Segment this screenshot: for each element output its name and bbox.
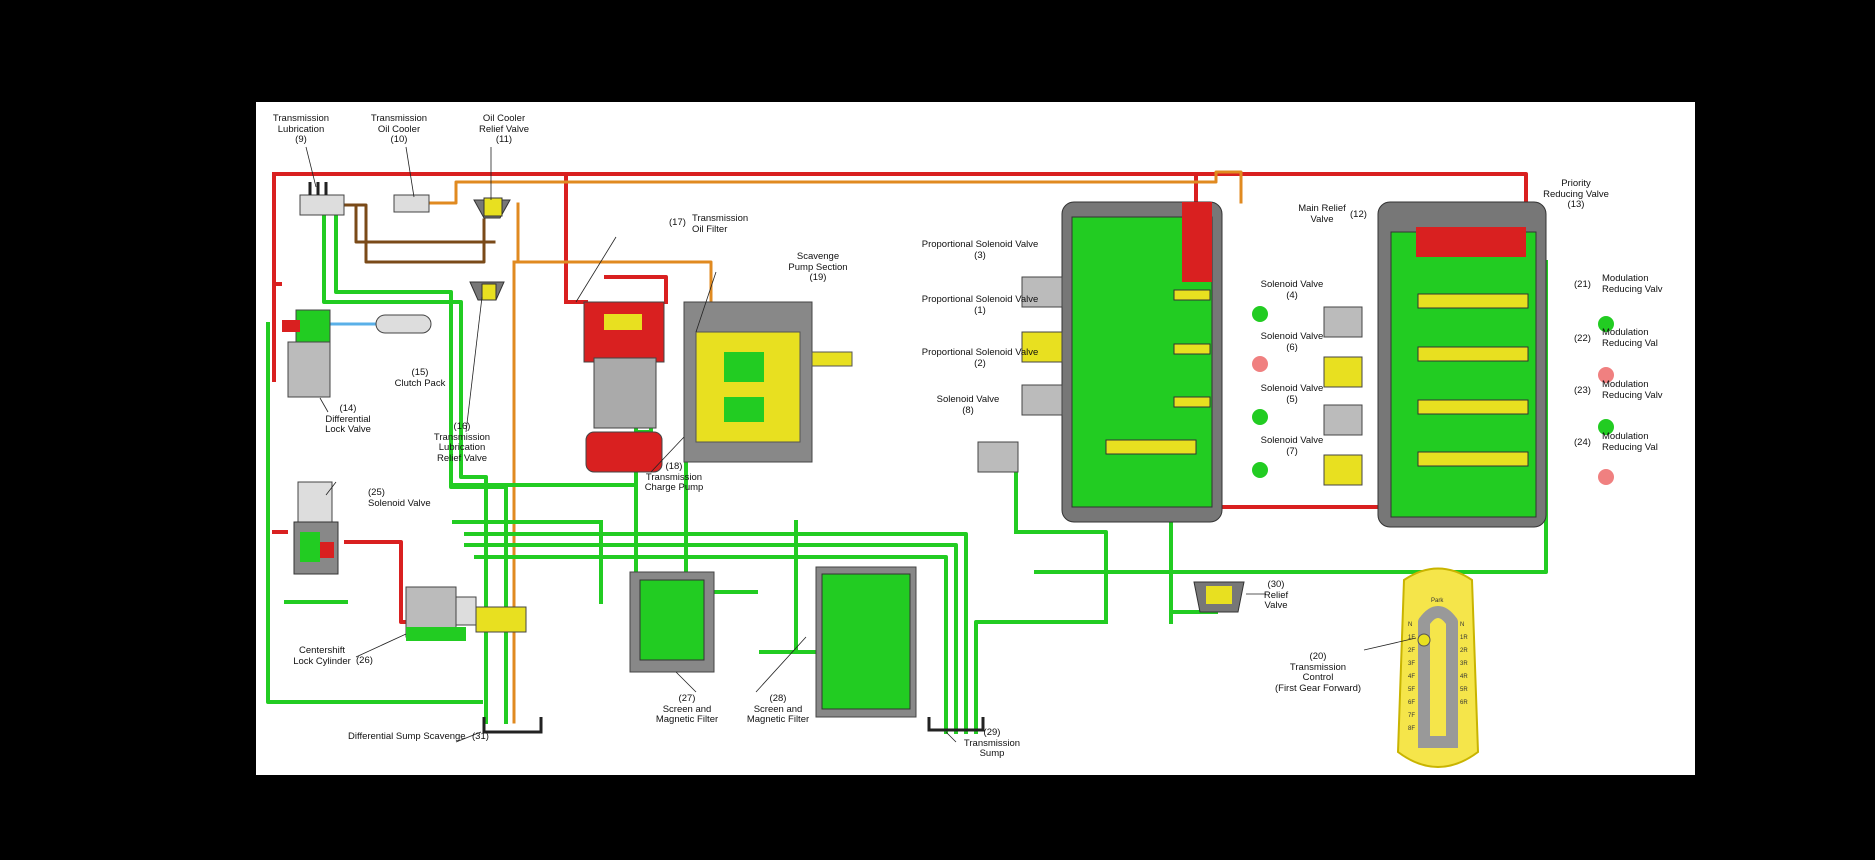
label-mod-22-num: (22) <box>1574 333 1591 344</box>
label-psv-1: Proportional Solenoid Valve (1) <box>921 294 1039 316</box>
gear-2r: 2R <box>1460 648 1468 654</box>
port-indicators <box>1252 306 1614 485</box>
centershift-component <box>405 586 527 641</box>
gear-6f: 6F <box>1408 700 1416 706</box>
label-charge-pump: (18) Transmission Charge Pump <box>644 461 704 493</box>
shifter-park: Park <box>1431 598 1444 604</box>
solenoid-25-component <box>293 481 339 575</box>
lube-relief-component <box>469 281 505 301</box>
label-trans-control: (20) Transmission Control (First Gear Fo… <box>1274 651 1362 694</box>
gear-4f: 4F <box>1408 674 1416 680</box>
label-mod-21-num: (21) <box>1574 279 1591 290</box>
modulation-valve-block <box>1323 201 1547 528</box>
gear-n-right: N <box>1460 622 1465 628</box>
gear-8f: 8F <box>1408 726 1416 732</box>
gear-7f: 7F <box>1408 713 1416 719</box>
diff-lock-component <box>282 309 331 398</box>
label-psv-3: Proportional Solenoid Valve (3) <box>921 239 1039 261</box>
label-priority-valve: Priority Reducing Valve (13) <box>1543 178 1609 210</box>
label-oil-cooler-relief: Oil Cooler Relief Valve (11) <box>479 113 529 145</box>
label-mod-22: Modulation Reducing Val <box>1602 327 1658 349</box>
label-scavenge-pump: Scavenge Pump Section (19) <box>788 251 848 283</box>
oil-filter-component <box>583 301 665 473</box>
trans-sump-box <box>927 717 985 732</box>
shifter-right-gears: N 1R 2R 3R 4R 5R 6R <box>1460 622 1470 706</box>
label-screen-28: (28) Screen and Magnetic Filter <box>746 693 810 725</box>
relief-30-component <box>1193 581 1245 613</box>
screen-28-component <box>815 566 917 718</box>
gear-5f: 5F <box>1408 687 1416 693</box>
label-oil-filter: Transmission Oil Filter <box>692 213 749 235</box>
gear-n-left: N <box>1408 622 1413 628</box>
leader-lines <box>305 146 1417 743</box>
label-screen-27: (27) Screen and Magnetic Filter <box>655 693 719 725</box>
label-main-relief: Main Relief Valve <box>1298 203 1346 225</box>
label-sv-5: Solenoid Valve (5) <box>1260 383 1324 405</box>
oil-cooler-component <box>393 194 430 213</box>
label-trans-lubrication: Transmission Lubrication (9) <box>272 113 330 145</box>
label-clutch-pack: (15) Clutch Pack <box>394 367 446 389</box>
label-trans-oil-cooler: Transmission Oil Cooler (10) <box>370 113 428 145</box>
control-valve-block <box>977 201 1223 523</box>
label-main-relief-num: (12) <box>1350 209 1367 220</box>
label-mod-21: Modulation Reducing Valv <box>1602 273 1663 295</box>
label-mod-24: Modulation Reducing Val <box>1602 431 1658 453</box>
label-sv-8: Solenoid Valve (8) <box>936 394 1000 416</box>
label-oil-filter-num: (17) <box>669 217 686 228</box>
charge-pump-component <box>683 301 853 463</box>
label-trans-sump: (29) Transmission Sump <box>963 727 1021 759</box>
label-psv-2: Proportional Solenoid Valve (2) <box>921 347 1039 369</box>
lube-lines <box>324 203 496 264</box>
gear-5r: 5R <box>1460 687 1468 693</box>
gear-1f: 1F <box>1408 635 1416 641</box>
label-centershift: Centershift Lock Cylinder <box>293 645 351 667</box>
label-sv-7: Solenoid Valve (7) <box>1260 435 1324 457</box>
gear-2f: 2F <box>1408 648 1416 654</box>
gear-1r: 1R <box>1460 635 1468 641</box>
shifter-left-gears: N 1F 2F 3F 4F 5F 6F 7F 8F <box>1408 622 1418 732</box>
gear-4r: 4R <box>1460 674 1468 680</box>
label-mod-23: Modulation Reducing Valv <box>1602 379 1663 401</box>
label-mod-23-num: (23) <box>1574 385 1591 396</box>
gear-6r: 6R <box>1460 700 1468 706</box>
screen-27-component <box>629 571 715 673</box>
transmission-control-component <box>1396 567 1480 768</box>
label-diff-sump: Differential Sump Scavenge <box>348 731 466 742</box>
label-centershift-num: (26) <box>356 655 373 666</box>
diff-sump-box <box>482 717 543 734</box>
schematic-drawing <box>266 146 1614 768</box>
label-lube-relief-valve: (16) Transmission Lubrication Relief Val… <box>433 421 491 464</box>
gear-3f: 3F <box>1408 661 1416 667</box>
cooler-relief-component <box>473 197 511 219</box>
clutch-pack-component <box>375 314 432 334</box>
label-diff-sump-num: (31) <box>472 731 489 742</box>
label-sv-6: Solenoid Valve (6) <box>1260 331 1324 353</box>
label-sv-4: Solenoid Valve (4) <box>1260 279 1324 301</box>
label-diff-lock-valve: (14) Differential Lock Valve <box>325 403 371 435</box>
label-mod-24-num: (24) <box>1574 437 1591 448</box>
label-solenoid-25: (25) Solenoid Valve <box>368 487 431 509</box>
gear-3r: 3R <box>1460 661 1468 667</box>
hydraulic-schematic: Transmission Lubrication (9) Transmissio… <box>256 102 1695 775</box>
lube-manifold-component <box>299 182 345 216</box>
label-relief-30: (30) Relief Valve <box>1263 579 1289 611</box>
